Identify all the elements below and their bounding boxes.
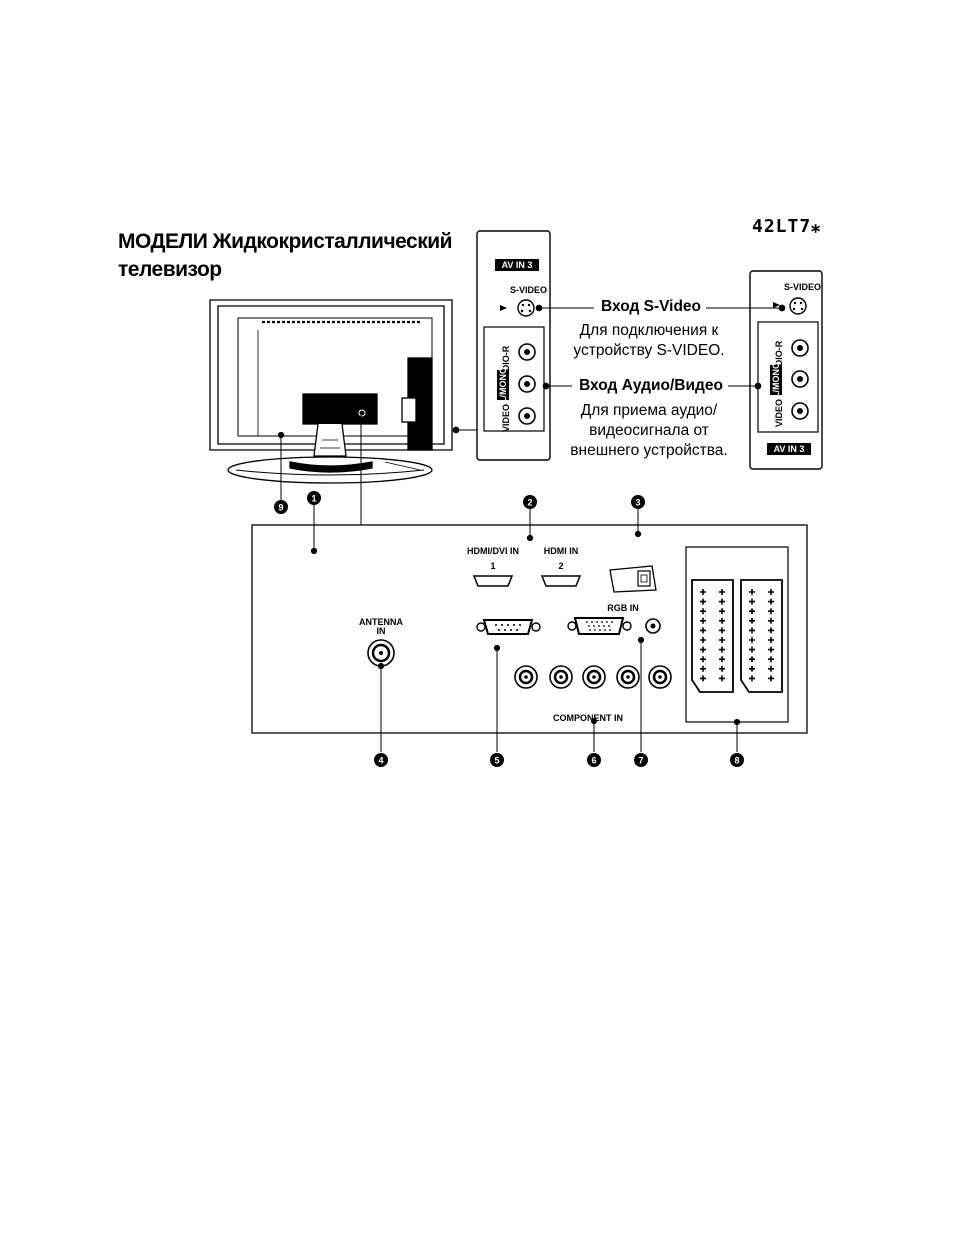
- scart-pin: [749, 589, 755, 595]
- svideo-jack-left: [517, 299, 535, 317]
- callout-markers: 1 2 3 4 5 6 7 8 9: [274, 491, 744, 767]
- scart-pin: [719, 617, 725, 624]
- scart-pin: [719, 627, 725, 634]
- scart-pin: [700, 627, 706, 634]
- hdmi1-number: 1: [490, 561, 495, 571]
- tv-rear-illustration: [209, 299, 453, 484]
- scart-pin: [700, 675, 706, 682]
- antenna-label-2: IN: [377, 626, 386, 636]
- scart-pin: [719, 589, 725, 595]
- scart-pin: [768, 675, 774, 682]
- rgb-in-label: RGB IN: [607, 603, 639, 613]
- scart-pin: [719, 665, 725, 672]
- callout-9: 9: [278, 503, 283, 513]
- arrow-icon: [500, 305, 507, 311]
- lmono-label-left: L/MONO: [498, 367, 508, 403]
- scart-pin: [768, 665, 774, 672]
- callout-3: 3: [635, 498, 640, 508]
- page-title: МОДЕЛИ Жидкокристаллический телевизор: [118, 230, 453, 281]
- scart-pin: [749, 617, 755, 624]
- antenna-label-1: ANTENNA: [359, 617, 403, 627]
- callout-4: 4: [378, 756, 383, 766]
- svideo-label-right: S-VIDEO: [784, 282, 821, 292]
- rear-connector-panel: HDMI/DVI IN 1 HDMI IN 2 RGB IN ANTEN: [251, 524, 808, 734]
- svideo-jack-right: [789, 297, 807, 315]
- scart-pin: [719, 675, 725, 682]
- svideo-label-left: S-VIDEO: [510, 285, 547, 295]
- scart-pin: [749, 637, 755, 643]
- callout-7: 7: [638, 756, 643, 766]
- scart-pin: [719, 646, 725, 653]
- component-jacks: [514, 665, 672, 689]
- scart-pin: [749, 627, 755, 634]
- scart-pin: [700, 665, 706, 672]
- scart-pin: [700, 608, 706, 615]
- scart-pin: [749, 608, 755, 615]
- scart-1-port: [691, 579, 734, 693]
- scart-pin: [700, 646, 706, 653]
- scart-2-port: [740, 579, 783, 693]
- scart-pin: [768, 637, 774, 643]
- callout-2: 2: [527, 498, 532, 508]
- arrow-icon: [773, 302, 780, 308]
- component-in-label: COMPONENT IN: [553, 713, 623, 723]
- rs232-port: [495, 624, 521, 631]
- scart-pin: [749, 665, 755, 672]
- scart-pin: [768, 617, 774, 624]
- hdmi1-port: [472, 575, 514, 587]
- side-av-panel-right: S-VIDEO AUDIO-R L/MONO VIDEO AV IN 3: [749, 270, 823, 470]
- audio-r-label-right: AUDIO-R: [774, 340, 784, 379]
- callout-1: 1: [311, 494, 316, 504]
- scart-pin: [749, 646, 755, 653]
- scart-pin: [768, 627, 774, 634]
- side-av-panel-left: AV IN 3 S-VIDEO AUDIO-R L/MONO VIDEO: [476, 230, 551, 461]
- video-label-right: VIDEO: [774, 399, 784, 427]
- scart-pin: [768, 598, 774, 605]
- scart-pin: [719, 656, 725, 663]
- scart-pin: [768, 608, 774, 615]
- av-in-3-badge-right: AV IN 3: [774, 444, 805, 454]
- scart-pin: [749, 598, 755, 605]
- callout-8: 8: [734, 756, 739, 766]
- av-caption-heading: Вход Аудио/Видео: [579, 377, 723, 394]
- callout-6: 6: [591, 756, 596, 766]
- callout-5: 5: [494, 756, 499, 766]
- audio-r-label-left: AUDIO-R: [501, 345, 511, 384]
- scart-pin: [700, 598, 706, 605]
- svideo-caption-heading: Вход S-Video: [600, 298, 702, 315]
- scart-pin: [719, 598, 725, 605]
- model-code: 42LT7⁎: [752, 216, 822, 237]
- hdmi2-port: [540, 575, 582, 587]
- scart-pin: [749, 656, 755, 663]
- scart-pin: [768, 589, 774, 595]
- hdmi2-number: 2: [558, 561, 563, 571]
- hdmi-in-label: HDMI IN: [544, 546, 579, 556]
- scart-pin: [768, 656, 774, 663]
- scart-pin: [700, 656, 706, 663]
- callout-leaders: [277, 414, 741, 752]
- video-label-left: VIDEO: [501, 404, 511, 432]
- svideo-caption-body: Для подключения к устройству S-VIDEO.: [573, 322, 725, 359]
- scart-pin: [719, 608, 725, 615]
- av-in-3-badge-left: AV IN 3: [502, 260, 533, 270]
- caption-leader-lines: [452, 304, 786, 434]
- hdmi-dvi-label: HDMI/DVI IN: [467, 546, 519, 556]
- lmono-label-right: L/MONO: [771, 362, 781, 398]
- scart-pin: [700, 589, 706, 595]
- scart-pin: [719, 637, 725, 643]
- scart-pin: [700, 637, 706, 643]
- scart-pin: [768, 646, 774, 653]
- scart-pin: [749, 675, 755, 682]
- av-caption-body: Для приема аудио/видеосигнала от внешнег…: [570, 402, 728, 459]
- scart-pin: [700, 617, 706, 624]
